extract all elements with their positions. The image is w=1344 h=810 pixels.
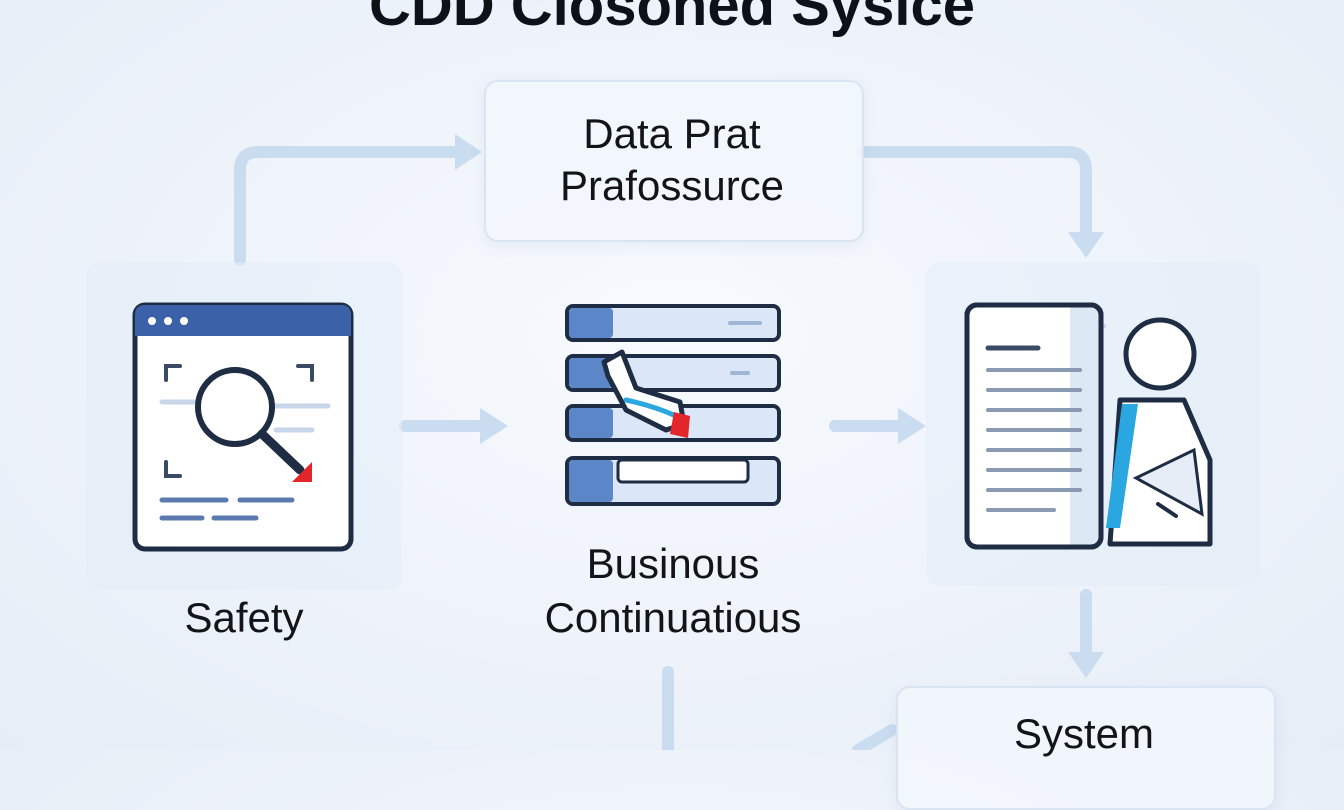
connector-to-system-bottom xyxy=(852,724,898,750)
arrowhead-down xyxy=(1068,652,1104,678)
database-stack-icon xyxy=(565,304,781,506)
system-label: System xyxy=(1013,710,1155,757)
connector-data-to-document xyxy=(856,146,1092,238)
connector-safety-to-data xyxy=(234,146,461,266)
arrowhead-right xyxy=(898,408,926,444)
connector-layer xyxy=(234,134,1104,750)
data-prat-label-line2: Prafossurce xyxy=(559,162,785,209)
arrowhead-down xyxy=(1068,232,1104,258)
browser-search-icon xyxy=(132,302,354,552)
data-prat-label-line1: Data Prat xyxy=(583,110,761,157)
arrowhead-right xyxy=(480,408,508,444)
safety-label: Safety xyxy=(184,594,304,641)
document-user-icon xyxy=(964,302,1213,550)
business-label-line1: Businous xyxy=(586,540,760,587)
diagram-title: CDD Closoned Sysice xyxy=(369,0,975,38)
data-prat-node[interactable] xyxy=(484,80,864,242)
arrowhead-right xyxy=(455,134,482,170)
business-label-line2: Continuatious xyxy=(544,594,802,641)
